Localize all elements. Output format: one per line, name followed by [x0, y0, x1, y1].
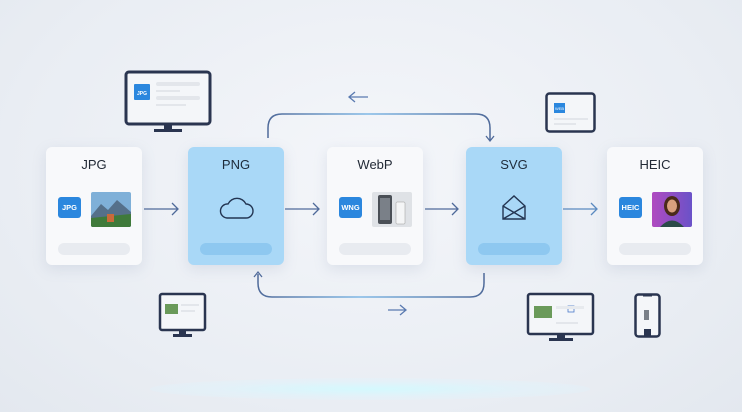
format-badge: HEIC: [619, 197, 642, 218]
phone-device: [634, 293, 661, 338]
node-webp: WebP WNG: [327, 147, 423, 265]
bottom-direction-arrow: [388, 304, 408, 316]
top-loop-line: [267, 113, 491, 140]
svg-text:JPG: JPG: [137, 91, 147, 97]
arrow-webp-svg: [425, 202, 459, 216]
arrow-png-webp: [285, 202, 320, 216]
top-loop-arrowhead: [485, 135, 495, 143]
bottom-loop-line: [257, 273, 485, 298]
monitor-large-device: [526, 292, 595, 341]
progress-placeholder: [58, 243, 130, 255]
node-jpg: JPG JPG: [46, 147, 142, 265]
node-title: SVG: [500, 157, 528, 172]
top-direction-arrow: [347, 91, 368, 103]
progress-placeholder: [200, 243, 272, 255]
floor-glow: [150, 378, 590, 400]
progress-placeholder: [619, 243, 691, 255]
format-badge: WNG: [339, 197, 362, 218]
monitor-jpg-device: JPG: [124, 70, 212, 132]
bottom-loop-arrowhead: [253, 270, 263, 278]
node-svg: SVG: [466, 147, 562, 265]
tablet-device: WEB: [545, 92, 596, 133]
arrow-jpg-png: [144, 202, 179, 216]
progress-placeholder: [339, 243, 411, 255]
node-heic: HEIC HEIC: [607, 147, 703, 265]
cloud-icon: [216, 192, 256, 224]
svg-text:WEB: WEB: [555, 106, 564, 111]
landscape-photo-thumbnail: [91, 192, 131, 227]
format-badge: JPG: [58, 197, 81, 218]
node-png: PNG: [188, 147, 284, 265]
envelope-icon: [494, 192, 534, 224]
node-title: JPG: [81, 157, 107, 172]
progress-placeholder: [478, 243, 550, 255]
node-title: HEIC: [639, 157, 671, 172]
portrait-photo-thumbnail: [652, 192, 692, 227]
monitor-landscape-device: [158, 292, 207, 337]
phone-photo-thumbnail: [372, 192, 412, 227]
node-title: PNG: [221, 157, 251, 172]
node-title: WebP: [357, 157, 393, 172]
arrow-svg-heic: [563, 202, 598, 216]
